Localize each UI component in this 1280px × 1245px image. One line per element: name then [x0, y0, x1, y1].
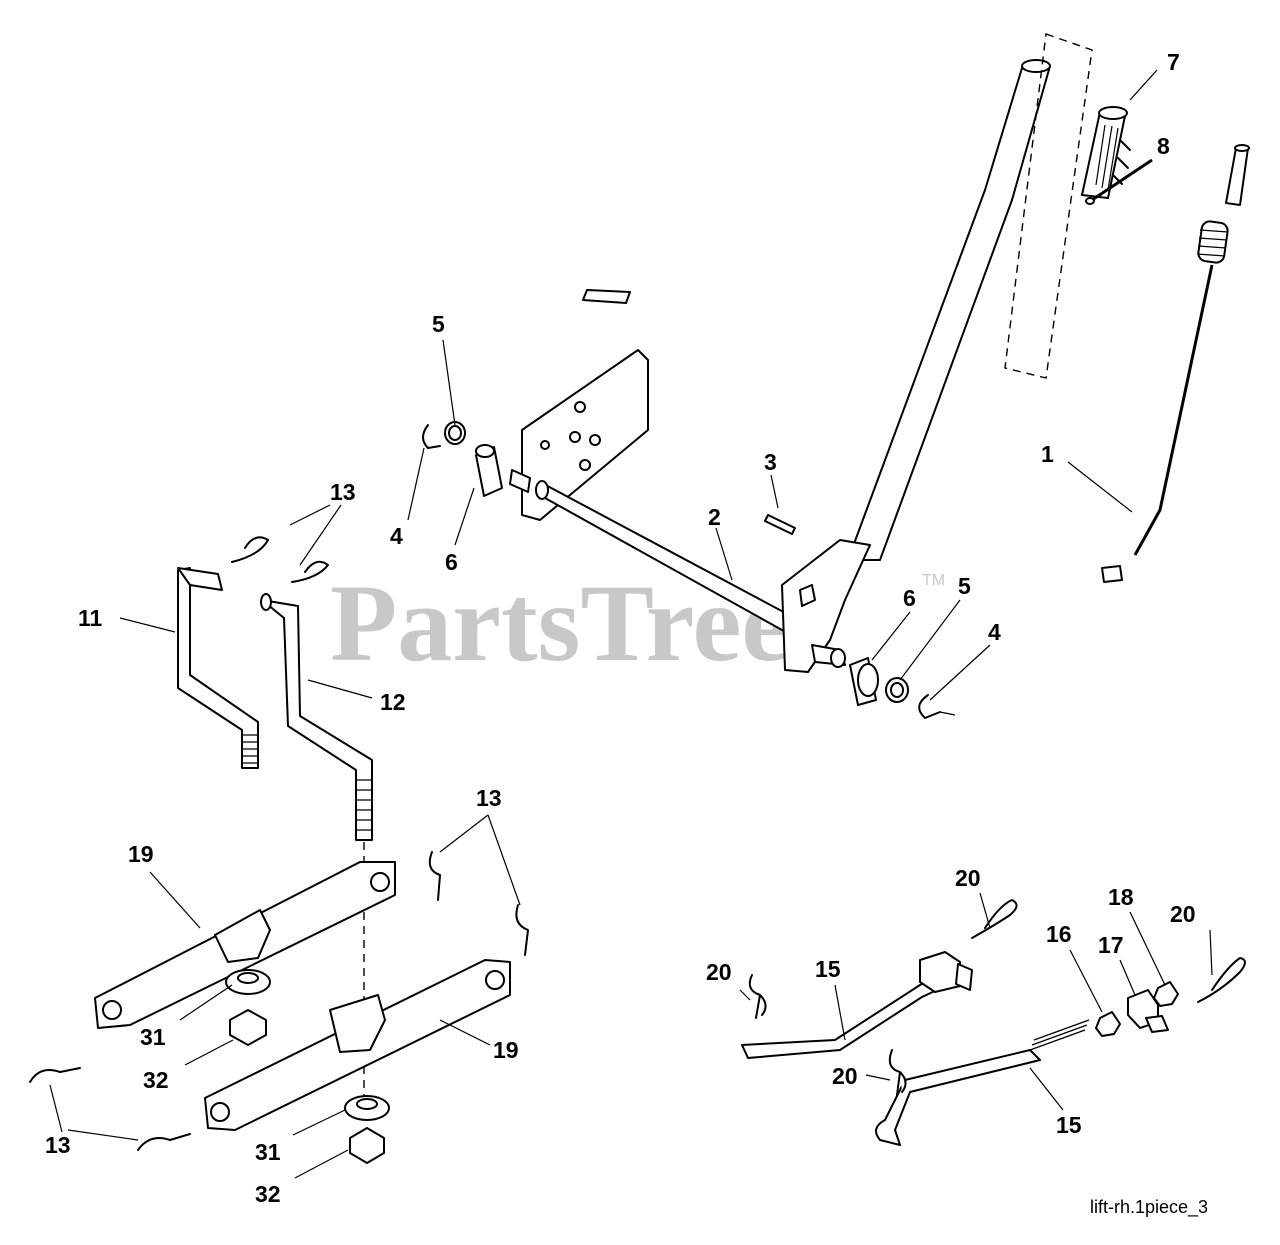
callout-18: 18: [1108, 884, 1134, 910]
callout-6-right: 6: [903, 585, 916, 611]
part-13-clips: [29, 536, 529, 1151]
part-3-pin: [764, 514, 796, 535]
callout-7: 7: [1167, 49, 1180, 75]
part-2-lift-shaft-assembly: [509, 59, 1051, 673]
callout-20-right: 20: [1170, 901, 1196, 927]
part-7-handle-grip: [1004, 33, 1131, 379]
callout-31-bottom: 31: [255, 1139, 281, 1165]
part-15-adjustment-rods: [741, 951, 1090, 1146]
callout-20-top: 20: [955, 865, 981, 891]
callout-16: 16: [1046, 921, 1072, 947]
callout-8: 8: [1157, 133, 1170, 159]
part-8-pin: [1085, 158, 1153, 205]
callout-20-left: 20: [706, 959, 732, 985]
diagram-caption: lift-rh.1piece_3: [1090, 1197, 1208, 1218]
callout-15-top: 15: [815, 956, 841, 982]
callout-20-bottom: 20: [832, 1063, 858, 1089]
callout-19-top: 19: [128, 841, 154, 867]
callout-6-left: 6: [445, 549, 458, 575]
callout-32-bottom: 32: [255, 1181, 281, 1207]
callout-5-right: 5: [958, 573, 971, 599]
callout-31-top: 31: [140, 1024, 166, 1050]
callout-4-left: 4: [390, 523, 403, 549]
callout-12: 12: [380, 689, 406, 715]
part-20-clips: [748, 899, 1246, 1096]
callout-2: 2: [708, 504, 721, 530]
callout-5-left: 5: [432, 311, 445, 337]
parts-31-32-hardware: [225, 969, 390, 1164]
callout-15-bottom: 15: [1056, 1112, 1082, 1138]
part-1-cable: [1101, 144, 1250, 583]
parts-4-5-6-right-hardware: [849, 657, 956, 719]
callout-3: 3: [764, 449, 777, 475]
callout-32-top: 32: [143, 1067, 169, 1093]
part-19-lift-arms: [94, 861, 511, 1131]
callout-4-right: 4: [988, 619, 1001, 645]
parts-16-17-18-hardware: [1095, 981, 1179, 1037]
leader-lines: [49, 69, 1213, 1179]
part-11-lift-link: [177, 567, 259, 769]
callout-11: 11: [78, 605, 103, 631]
callout-13-top: 13: [330, 479, 356, 505]
callout-1: 1: [1041, 441, 1054, 467]
callout-13-mid: 13: [476, 785, 502, 811]
callout-17: 17: [1098, 932, 1124, 958]
callout-19-bottom: 19: [493, 1037, 519, 1063]
watermark-trademark: TM: [922, 572, 945, 589]
parts-4-5-6-left-hardware: [422, 421, 503, 497]
callout-13-bottom: 13: [45, 1132, 71, 1158]
